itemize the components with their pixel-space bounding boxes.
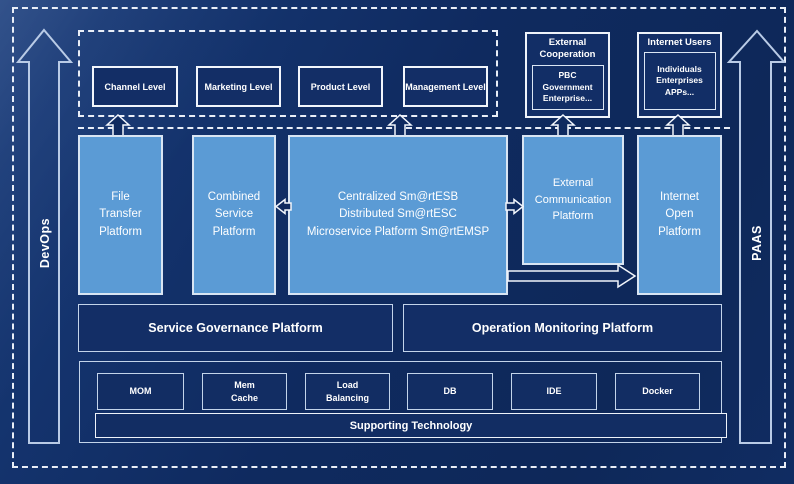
service-governance-platform-box: Service Governance Platform [78,304,393,352]
supporting-technology-label: Supporting Technology [349,419,473,432]
tech-box-load-balancing: Load Balancing [305,373,390,410]
supporting-technology-bar: Supporting Technology [95,413,727,438]
devops-rail-label: DevOps [38,217,52,269]
level-box-channel: Channel Level [92,66,178,107]
central-esb-platform-box: Centralized Sm@rtESB Distributed Sm@rtES… [288,135,508,295]
left-arrow-icon [275,198,292,215]
tech-box-mom: MOM [97,373,184,410]
combined-service-platform-box: Combined Service Platform [192,135,276,295]
external-cooperation-item: PBC Government Enterprise... [531,64,604,110]
supporting-technology-group [79,361,722,443]
devops-up-arrow-icon [15,28,74,444]
long-right-arrow-icon [507,263,637,289]
up-arrow-icon [105,114,131,137]
level-label: Management Level [405,81,486,92]
right-arrow-icon [505,198,524,215]
level-box-management: Management Level [403,66,488,107]
internet-open-platform-box: Internet Open Platform [637,135,722,295]
external-communication-platform-box: External Communication Platform [522,135,624,265]
operation-monitoring-platform-box: Operation Monitoring Platform [403,304,722,352]
up-arrow-icon [665,114,691,137]
paas-up-arrow-icon [726,29,787,444]
level-box-product: Product Level [298,66,383,107]
level-label: Product Level [310,81,371,92]
tech-box-mem-cache: Mem Cache [202,373,287,410]
internet-users-box: Internet Users Individuals Enterprises A… [637,32,722,118]
level-label: Channel Level [104,81,166,92]
paas-rail-label: PAAS [750,225,764,261]
up-arrow-icon [387,114,413,137]
service-governance-label: Service Governance Platform [148,321,323,335]
tech-box-db: DB [407,373,493,410]
levels-dashed-group [78,30,498,117]
file-transfer-platform-box: File Transfer Platform [78,135,163,295]
external-cooperation-title: External Cooperation [539,37,596,61]
level-label: Marketing Level [204,81,273,92]
up-arrow-icon [550,114,576,137]
outer-dashed-frame [12,7,786,468]
internet-users-title: Internet Users [647,37,712,48]
tech-box-ide: IDE [511,373,597,410]
level-box-marketing: Marketing Level [196,66,281,107]
external-cooperation-box: External Cooperation PBC Government Ente… [525,32,610,118]
internet-users-item: Individuals Enterprises APPs... [643,52,716,110]
tech-box-docker: Docker [615,373,700,410]
operation-monitoring-label: Operation Monitoring Platform [471,321,654,335]
